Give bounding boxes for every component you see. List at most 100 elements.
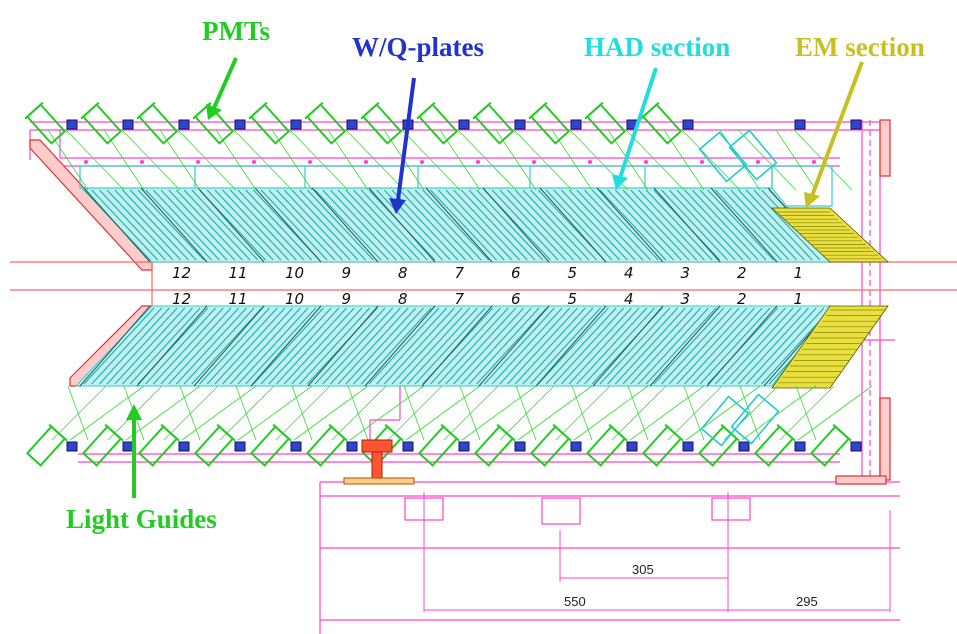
plate-line <box>553 307 625 385</box>
plate-line <box>345 307 417 385</box>
pmt-icon <box>640 101 683 145</box>
plate-line <box>645 189 713 261</box>
mount-square <box>402 441 414 452</box>
plate-line <box>668 307 740 385</box>
pmt-icon <box>584 101 627 145</box>
pmt-icon <box>304 101 347 145</box>
module-divider <box>307 305 379 387</box>
plate-line <box>476 307 548 385</box>
plate-line <box>245 189 313 261</box>
guide-line <box>103 129 145 191</box>
guide-line <box>663 129 705 191</box>
guide-line <box>629 385 705 441</box>
plate-line <box>499 189 567 261</box>
plate-line <box>291 189 359 261</box>
guide-line <box>215 129 257 191</box>
plate-line <box>445 307 517 385</box>
guide-line <box>741 385 817 441</box>
pmt-cap <box>416 101 436 120</box>
plate-line <box>229 189 297 261</box>
plate-line <box>599 189 667 261</box>
plate-line <box>576 189 644 261</box>
plate-line <box>530 307 602 385</box>
module-number: 1 <box>794 290 804 308</box>
plate-line <box>545 307 617 385</box>
module-divider <box>368 187 436 263</box>
pmt-row-bottom <box>25 423 852 467</box>
plate-line <box>414 189 482 261</box>
plate-line <box>199 307 270 385</box>
guide-line <box>177 129 237 191</box>
module-number: 11 <box>229 264 248 282</box>
module-divider <box>250 305 322 387</box>
readout-dot <box>644 160 648 164</box>
pmt-icon <box>137 423 180 467</box>
module-divider <box>535 305 607 387</box>
plate-line <box>684 307 756 385</box>
mount-square <box>458 441 470 452</box>
plate-line <box>745 189 813 261</box>
pmt-icon <box>416 101 459 145</box>
plate-line <box>514 189 582 261</box>
mount-square <box>794 441 806 452</box>
plate-line <box>137 189 205 261</box>
pmts-label: PMTs <box>202 16 270 46</box>
plates-bottom-body <box>74 305 833 387</box>
readout-dot <box>532 160 536 164</box>
module-divider <box>136 305 208 387</box>
mount-square <box>682 119 694 130</box>
pmt-cap <box>304 101 324 120</box>
module-number: 8 <box>398 264 408 282</box>
plate-line <box>314 307 386 385</box>
plate-line <box>530 189 598 261</box>
guide-line <box>683 385 705 441</box>
guide-line <box>685 385 761 441</box>
pmt-icon <box>248 101 291 145</box>
plate-line <box>614 189 682 261</box>
plate-line <box>460 189 528 261</box>
plate-line <box>691 189 759 261</box>
plate-line <box>753 307 825 385</box>
pmt-cap <box>608 423 628 442</box>
plate-line <box>437 189 505 261</box>
module-divider <box>83 187 151 263</box>
plate-line <box>98 189 166 261</box>
readout-dot <box>364 160 368 164</box>
mount-square <box>122 119 134 130</box>
mount-square <box>234 441 246 452</box>
guide-line <box>737 129 797 191</box>
guide-line <box>349 385 425 441</box>
pmt-icon <box>360 101 403 145</box>
module-divider <box>193 305 265 387</box>
plate-line <box>276 307 347 385</box>
pmt-cap <box>104 423 124 442</box>
pmt-cap <box>272 423 292 442</box>
plate-line <box>291 307 363 385</box>
plate-line <box>745 307 817 385</box>
em-hatch <box>776 211 886 384</box>
plate-line <box>499 307 571 385</box>
readout-dot <box>476 160 480 164</box>
guide-line <box>289 129 349 191</box>
plate-line <box>630 307 702 385</box>
plate-line <box>622 189 690 261</box>
plate-line <box>268 307 340 385</box>
plate-line <box>106 307 178 385</box>
guide-line <box>405 385 481 441</box>
module-divider <box>254 187 322 263</box>
plate-line <box>191 307 263 385</box>
plate-line <box>437 307 509 385</box>
plate-line <box>576 307 648 385</box>
pmt-icon <box>249 423 292 467</box>
plate-line <box>691 307 763 385</box>
module-number: 3 <box>681 290 691 308</box>
plate-line <box>337 307 409 385</box>
plate-line <box>214 307 286 385</box>
guide-line <box>347 385 369 441</box>
mount-square <box>626 441 638 452</box>
plate-line <box>183 307 255 385</box>
plate-line <box>91 307 163 385</box>
mount-square <box>290 119 302 130</box>
pmt-icon <box>472 101 515 145</box>
